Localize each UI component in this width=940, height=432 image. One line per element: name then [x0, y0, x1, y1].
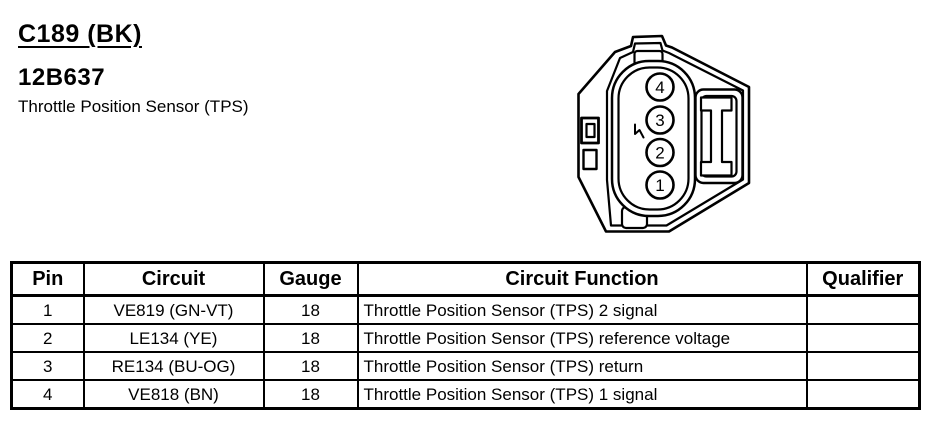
circuit-cell: LE134 (YE): [82, 323, 265, 353]
pinout-table: Pin Circuit Gauge Circuit Function Quali…: [10, 261, 921, 410]
function-cell: Throttle Position Sensor (TPS) 1 signal: [356, 379, 808, 410]
pin-2-circle: [645, 137, 675, 168]
qualifier-cell: [805, 351, 921, 381]
qualifier-cell: [805, 379, 921, 410]
pin-cell: 1: [10, 294, 85, 325]
pin-cell: 2: [10, 323, 85, 353]
pin-4-circle: [645, 72, 675, 102]
gauge-cell: 18: [262, 379, 359, 410]
pin-1-label: 1: [655, 176, 664, 195]
col-header-pin: Pin: [10, 261, 85, 297]
qualifier-cell: [805, 294, 921, 325]
side-key-square-inner: [585, 122, 596, 139]
col-header-circuit: Circuit: [82, 261, 265, 297]
part-number: 12B637: [18, 64, 106, 91]
pin-3-circle: [645, 105, 675, 135]
pin-2-label: 2: [655, 144, 664, 163]
function-cell: Throttle Position Sensor (TPS) reference…: [356, 323, 808, 353]
col-header-gauge: Gauge: [262, 261, 359, 297]
circuit-cell: VE819 (GN-VT): [82, 294, 265, 325]
gauge-cell: 18: [262, 351, 359, 381]
qualifier-cell: [805, 323, 921, 353]
pin-4-label: 4: [655, 78, 664, 97]
pin-3-label: 3: [655, 111, 664, 130]
pin-1-circle: [645, 170, 675, 200]
table-header-row: Pin Circuit Gauge Circuit Function Quali…: [10, 261, 921, 297]
pin2-pointer-mark: [634, 123, 645, 139]
connector-id-title: C189 (BK): [18, 20, 142, 48]
connector-description: Throttle Position Sensor (TPS): [18, 97, 249, 116]
connector-inner-outline: [605, 41, 745, 227]
latch-ibeam: [699, 96, 733, 177]
circuit-cell: RE134 (BU-OG): [82, 351, 265, 381]
gauge-cell: 18: [262, 323, 359, 353]
connector-face-diagram: 4 3 2 1: [577, 34, 751, 233]
pin-cell: 3: [10, 351, 85, 381]
side-key-slot: [582, 148, 598, 171]
function-cell: Throttle Position Sensor (TPS) 2 signal: [356, 294, 808, 325]
gauge-cell: 18: [262, 294, 359, 325]
pin-cell: 4: [10, 379, 85, 410]
circuit-cell: VE818 (BN): [82, 379, 265, 410]
col-header-qualifier: Qualifier: [805, 261, 921, 297]
col-header-circuit-function: Circuit Function: [356, 261, 808, 297]
pin-cavity-inner: [617, 66, 690, 211]
function-cell: Throttle Position Sensor (TPS) return: [356, 351, 808, 381]
